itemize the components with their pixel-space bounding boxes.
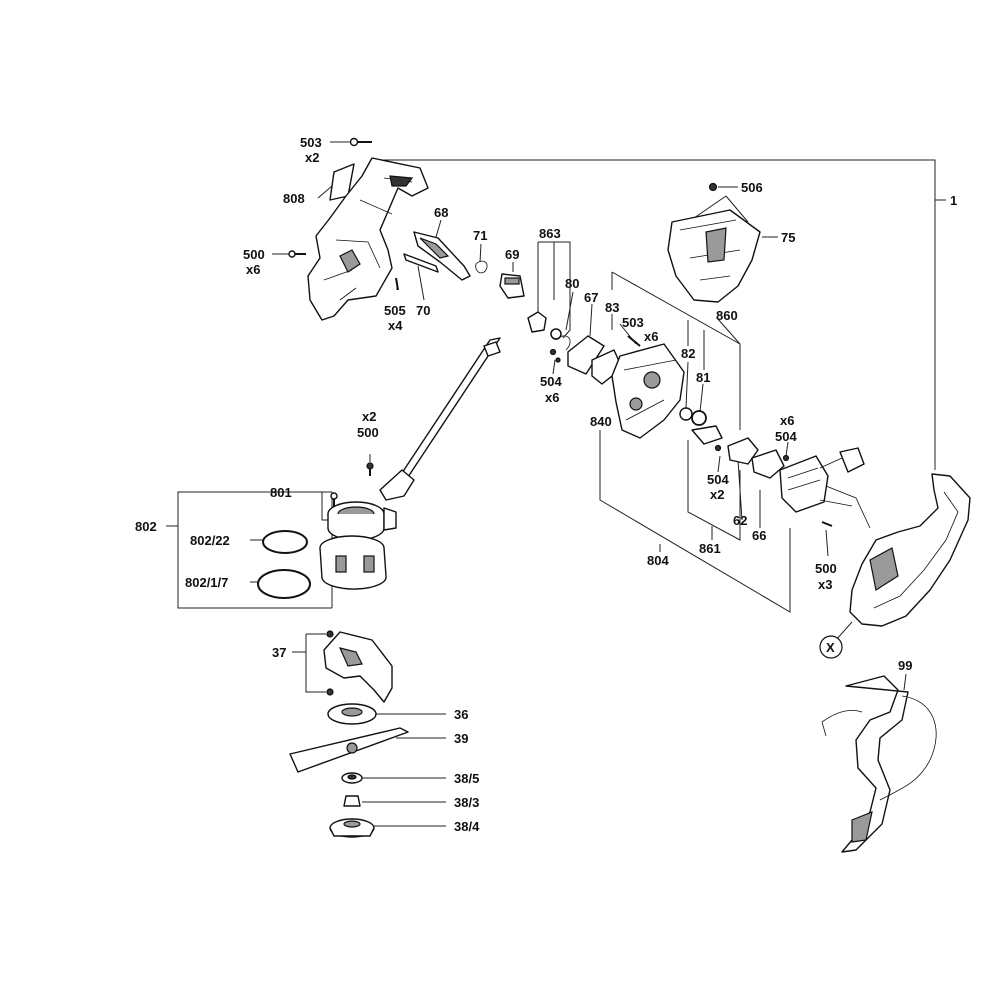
electronics-module [779, 447, 871, 529]
callout-38-5: 38/5 [454, 771, 479, 786]
callout-802-1-7: 802/1/7 [185, 575, 228, 590]
callout-840: 840 [590, 414, 612, 429]
callout-39: 39 [454, 731, 468, 746]
callout-75: 75 [781, 230, 795, 245]
callout-863: 863 [539, 226, 561, 241]
callout-801: 801 [270, 485, 292, 500]
callout-506: 506 [741, 180, 763, 195]
screw-500-shaft [366, 462, 374, 476]
callout-503-top-qty: x2 [305, 150, 319, 165]
callout-861: 861 [699, 541, 721, 556]
motor-66 [751, 449, 785, 479]
switch-rod-70 [403, 253, 439, 273]
callout-38-3: 38/3 [454, 795, 479, 810]
callout-504-mid: 504 [707, 472, 729, 487]
callout-500-right-qty: x3 [818, 577, 832, 592]
callout-504-mid-qty: x2 [710, 487, 724, 502]
callout-802: 802 [135, 519, 157, 534]
callout-80: 80 [565, 276, 579, 291]
leader-lines [166, 141, 946, 827]
o-ring-802-22 [262, 530, 308, 554]
callout-500-left: 500 [243, 247, 265, 262]
spring-71 [475, 260, 488, 274]
callout-69: 69 [505, 247, 519, 262]
callout-36: 36 [454, 707, 468, 722]
callout-500-left-qty: x6 [246, 262, 260, 277]
callout-66: 66 [752, 528, 766, 543]
callout-505: 505 [384, 303, 406, 318]
callout-71: 71 [473, 228, 487, 243]
screw-503-top [349, 137, 372, 147]
callout-860: 860 [716, 308, 738, 323]
callout-503-mid-qty: x6 [644, 329, 658, 344]
callout-labels: 503 x2 808 500 x6 68 71 69 505 x4 70 863… [135, 135, 957, 834]
callout-1: 1 [950, 193, 957, 208]
callout-68: 68 [434, 205, 448, 220]
nut-38-3 [343, 795, 361, 807]
screw-500-left [288, 250, 306, 258]
guard-37 [323, 630, 393, 703]
callout-500-shaft: 500 [357, 425, 379, 440]
bearing-863 [527, 311, 547, 333]
callout-x: X [826, 640, 835, 655]
callout-804: 804 [647, 553, 669, 568]
callout-500-right: 500 [815, 561, 837, 576]
callout-500-shaft-qty: x2 [362, 409, 376, 424]
callout-802-22: 802/22 [190, 533, 230, 548]
callout-808: 808 [283, 191, 305, 206]
callout-37: 37 [272, 645, 286, 660]
strap-99 [821, 675, 937, 853]
callout-504-right: 504 [775, 429, 797, 444]
callout-38-4: 38/4 [454, 819, 480, 834]
callout-504-right-qty: x6 [780, 413, 794, 428]
o-ring-802-1-7 [257, 569, 311, 599]
callout-82: 82 [681, 346, 695, 361]
motor-head [319, 501, 397, 590]
callout-505-qty: x4 [388, 318, 403, 333]
callout-62: 62 [733, 513, 747, 528]
ring-81 [691, 410, 707, 426]
x-marker-circle [819, 635, 843, 659]
callout-83: 83 [605, 300, 619, 315]
parts-drawing [257, 137, 971, 853]
clip-80 [555, 335, 571, 351]
callout-67: 67 [584, 290, 598, 305]
callout-70: 70 [416, 303, 430, 318]
callout-503-mid: 503 [622, 315, 644, 330]
shaft [379, 337, 501, 501]
callout-503-top: 503 [300, 135, 322, 150]
bearing-82 [679, 407, 693, 421]
callout-504-left: 504 [540, 374, 562, 389]
callout-99: 99 [898, 658, 912, 673]
callout-504-left-qty: x6 [545, 390, 559, 405]
motor-housing-left [307, 157, 429, 321]
motor-housing-right [849, 473, 971, 627]
callout-81: 81 [696, 370, 710, 385]
gear-housing-83 [611, 343, 685, 439]
